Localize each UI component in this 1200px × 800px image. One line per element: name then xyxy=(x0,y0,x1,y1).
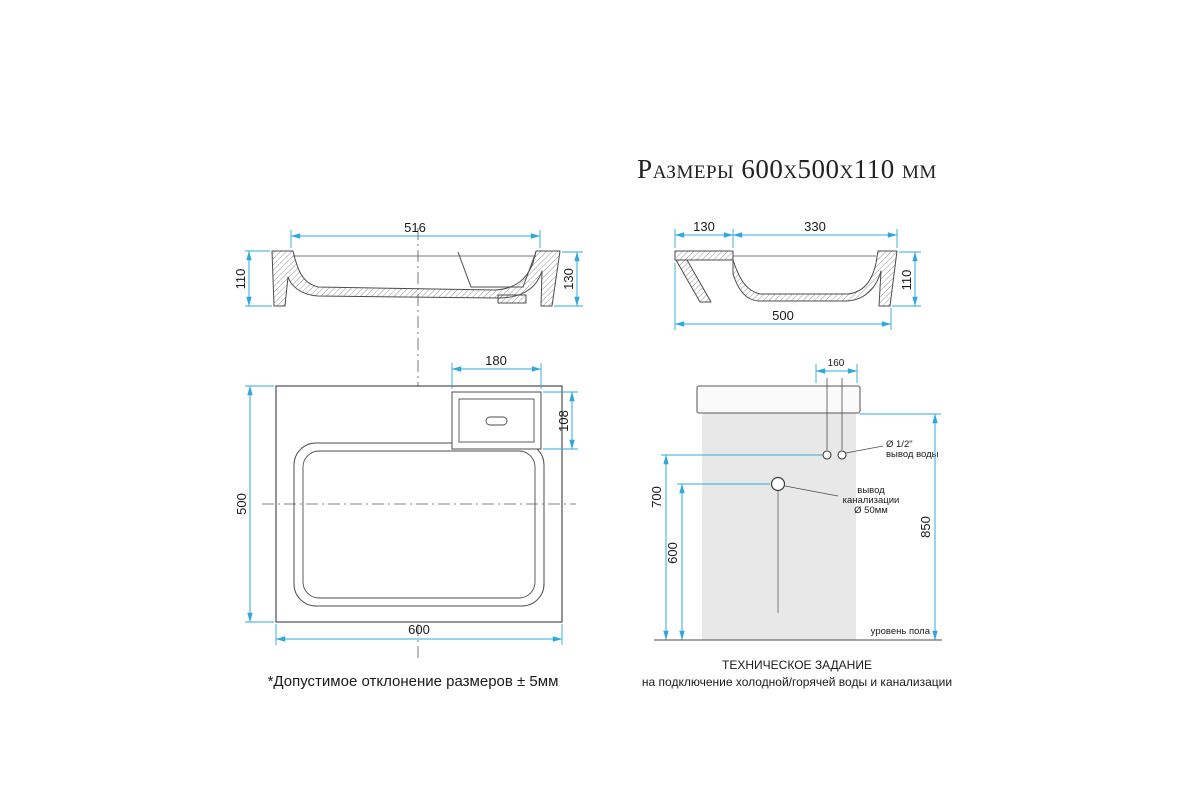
plan-overflow-slot xyxy=(485,416,508,426)
plan-view: 180 108 500 600 xyxy=(234,353,578,645)
dim-side-bowl-width-value: 330 xyxy=(804,219,826,234)
dim-edge-offset-value: 160 xyxy=(828,358,845,369)
dim-mount-height: 850 xyxy=(860,413,941,641)
side-bowl-shell xyxy=(732,250,898,307)
dim-front-right-height: 130 xyxy=(554,251,583,307)
plan-bowl-outer xyxy=(293,442,545,607)
side-back-apron xyxy=(675,259,712,303)
front-drain-outline xyxy=(497,294,527,304)
water-label-leader xyxy=(845,445,884,454)
dim-drain-height-value: 600 xyxy=(665,542,680,564)
dim-platform-width: 180 xyxy=(451,353,542,389)
dim-front-left-height: 110 xyxy=(233,250,272,307)
dim-side-back-width-value: 130 xyxy=(693,219,715,234)
dim-side-height-value: 110 xyxy=(899,270,914,291)
dim-side-bowl-width: 330 xyxy=(732,219,898,248)
water-outlet-label-2: вывод воды xyxy=(886,449,939,460)
dim-side-height: 110 xyxy=(892,251,921,307)
water-outlet-cold-icon xyxy=(822,450,832,460)
floor-level-label: уровень пола xyxy=(871,626,931,637)
drain-label-2: канализации xyxy=(843,495,900,506)
installation-view: 160 Ø 1/2" вывод воды вывод канализации … xyxy=(649,358,942,641)
plan-platform-inner xyxy=(458,398,535,443)
sink-front-outline xyxy=(696,385,861,414)
drain-label-leader xyxy=(784,485,839,497)
dim-edge-offset: 160 xyxy=(815,358,858,383)
dim-water-height-value: 700 xyxy=(649,486,664,508)
dim-side-total-depth-value: 500 xyxy=(772,308,794,323)
dim-platform-depth: 108 xyxy=(543,391,578,450)
page-title: Размеры 600х500х110 мм xyxy=(637,154,937,184)
dim-plan-width-value: 600 xyxy=(408,622,430,637)
side-section-view: 130 330 110 500 xyxy=(674,219,921,330)
dim-plan-width: 600 xyxy=(275,622,563,645)
wall-pedestal xyxy=(702,412,856,640)
drain-label-3: Ø 50мм xyxy=(854,505,888,516)
dim-platform-depth-value: 108 xyxy=(556,410,571,432)
dim-side-total-depth: 500 xyxy=(674,263,892,330)
drain-outlet-icon xyxy=(770,476,786,492)
plan-bowl-inner xyxy=(302,450,536,599)
water-outlet-hot-icon xyxy=(837,450,847,460)
tech-spec-title: ТЕХНИЧЕСКОЕ ЗАДАНИЕ xyxy=(722,658,872,672)
water-outlet-label-1: Ø 1/2" xyxy=(886,439,913,450)
dim-plan-depth-value: 500 xyxy=(234,493,249,515)
dim-front-right-height-value: 130 xyxy=(561,268,576,290)
dim-drain-height: 600 xyxy=(665,483,685,641)
dim-platform-width-value: 180 xyxy=(485,353,507,368)
tolerance-footnote: *Допустимое отклонение размеров ± 5мм xyxy=(268,673,559,690)
plan-faucet-platform xyxy=(451,391,542,450)
dim-front-left-height-value: 110 xyxy=(233,269,248,290)
dim-front-width: 516 xyxy=(290,220,541,248)
front-section-view: 516 110 130 xyxy=(233,220,583,307)
dim-front-width-value: 516 xyxy=(404,220,426,235)
dim-plan-depth: 500 xyxy=(234,385,274,623)
front-platform-outline xyxy=(457,251,537,288)
front-material-section xyxy=(271,250,561,307)
dim-mount-height-value: 850 xyxy=(918,516,933,538)
dim-water-height: 700 xyxy=(649,454,669,641)
dim-side-back-width: 130 xyxy=(674,219,734,248)
tech-spec-subtitle: на подключение холодной/горячей воды и к… xyxy=(642,675,952,689)
drain-label-1: вывод xyxy=(857,485,885,496)
side-platform-slab xyxy=(674,250,734,261)
